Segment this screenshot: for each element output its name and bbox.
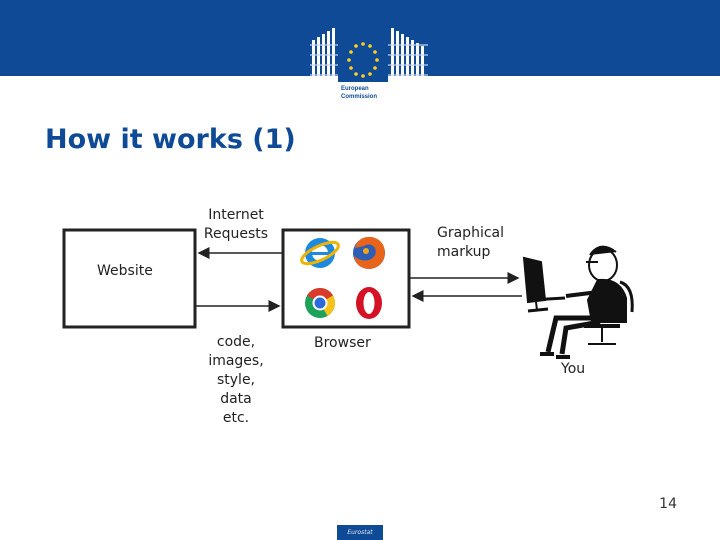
response-line-2: images, [208,353,264,369]
markup-line-1: Graphical [437,225,504,241]
svg-text:Commission: Commission [341,94,377,100]
user-label: You [561,361,586,377]
markup-line-2: markup [437,244,491,260]
page-number: 14 [659,496,677,512]
browser-label: Browser [314,335,371,351]
chrome-icon [305,288,336,318]
response-line-5: etc. [222,410,250,426]
firefox-icon [353,236,385,269]
graphical-markup-label: Graphical markup [437,224,504,262]
requests-line-2: Requests [203,226,269,242]
website-label: Website [96,262,154,281]
response-line-1: code, [216,334,256,350]
eurostat-logo: Eurostat [337,525,383,540]
browser-box [281,228,411,329]
response-line-3: style, [216,372,256,388]
user-figure [522,245,634,359]
opera-icon [356,287,382,319]
requests-line-1: Internet [208,207,264,223]
response-line-4: data [220,391,252,407]
slide-title: How it works (1) [45,124,296,155]
european-commission-logo: European Commission [310,20,428,102]
internet-explorer-icon [300,238,340,268]
response-content-label: code, images, style, data etc. [200,333,272,428]
internet-requests-label: Internet Requests [196,206,276,244]
svg-text:European: European [341,86,369,92]
